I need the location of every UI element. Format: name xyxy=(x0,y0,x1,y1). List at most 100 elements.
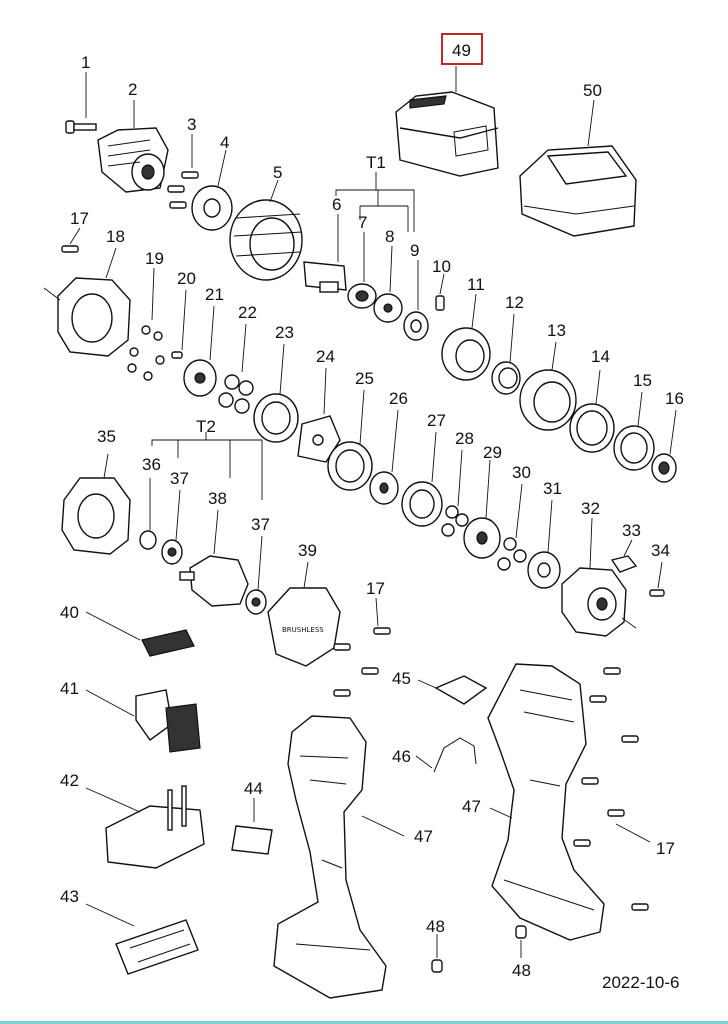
part-sun-gear-26 xyxy=(369,409,399,505)
label-15: 15 xyxy=(633,371,652,390)
part-plate-24 xyxy=(297,367,341,463)
part-pad-40 xyxy=(85,611,195,657)
label-16: 16 xyxy=(665,389,684,408)
part-housing-half-47-left xyxy=(273,715,405,999)
part-bearing-16 xyxy=(651,409,677,483)
part-battery-49 xyxy=(395,66,499,177)
label-30: 30 xyxy=(512,463,531,482)
label-31: 31 xyxy=(543,479,562,498)
part-screw-17-mid xyxy=(333,597,391,697)
label-11: 11 xyxy=(467,275,485,294)
label-46: 46 xyxy=(392,747,411,766)
label-49: 49 xyxy=(452,41,471,60)
label-36: 36 xyxy=(142,455,161,474)
part-chuck-2 xyxy=(97,100,169,193)
label-17-mid: 17 xyxy=(366,579,385,598)
part-bearing-7 xyxy=(347,232,377,309)
highlight-box-49 xyxy=(441,33,483,65)
label-25: 25 xyxy=(355,369,374,388)
part-ring-gear-5 xyxy=(229,179,303,281)
label-47-left: 47 xyxy=(414,827,433,846)
part-carrier-29 xyxy=(463,459,501,559)
label-1: 1 xyxy=(81,53,90,72)
label-4: 4 xyxy=(220,133,229,152)
part-sleeve-13 xyxy=(519,341,577,431)
part-housing-11 xyxy=(441,293,491,381)
label-12: 12 xyxy=(505,293,524,312)
label-39: 39 xyxy=(298,541,317,560)
part-housing-half-47-right xyxy=(487,663,605,941)
part-screw-34 xyxy=(649,561,665,597)
label-8: 8 xyxy=(385,227,394,246)
part-charger-50 xyxy=(519,99,637,237)
part-planet-gears-22 xyxy=(218,323,254,414)
label-24: 24 xyxy=(316,347,335,366)
part-ring-25 xyxy=(327,389,373,491)
label-19: 19 xyxy=(145,249,164,268)
label-20: 20 xyxy=(177,269,196,288)
label-34: 34 xyxy=(651,541,670,560)
part-clip-33 xyxy=(610,539,638,573)
label-t1: T1 xyxy=(366,153,386,172)
label-37a: 37 xyxy=(170,469,189,488)
part-balls-19 xyxy=(127,267,165,381)
part-spring-46 xyxy=(415,737,477,773)
part-ring-gear-23 xyxy=(253,343,299,443)
label-13: 13 xyxy=(547,321,566,340)
part-brushless-cover-39: BRUSHLESS xyxy=(267,561,341,667)
label-37b: 37 xyxy=(251,515,270,534)
part-terminal-43 xyxy=(85,903,199,975)
brushless-badge-text: BRUSHLESS xyxy=(282,626,324,634)
bottom-rule xyxy=(0,1021,728,1024)
label-44: 44 xyxy=(244,779,263,798)
part-motor-housing-35 xyxy=(61,453,131,555)
part-bearing-36 xyxy=(139,478,157,550)
part-rotor-38 xyxy=(179,509,249,607)
part-o-ring-12 xyxy=(491,313,521,395)
label-2: 2 xyxy=(128,80,137,99)
label-9: 9 xyxy=(410,241,419,260)
part-gear-9 xyxy=(403,260,429,341)
label-18: 18 xyxy=(106,227,125,246)
label-5: 5 xyxy=(273,163,282,182)
label-50: 50 xyxy=(583,81,602,100)
label-43: 43 xyxy=(60,887,79,906)
part-ring-27 xyxy=(401,431,443,527)
part-screws-17-right xyxy=(573,667,651,911)
label-t2: T2 xyxy=(196,417,216,436)
label-27: 27 xyxy=(427,411,446,430)
part-plug-48b xyxy=(515,925,527,958)
label-14: 14 xyxy=(591,347,610,366)
label-17-right: 17 xyxy=(656,839,675,858)
label-10: 10 xyxy=(432,257,451,276)
part-planet-gears-28 xyxy=(441,449,469,537)
part-gear-housing-18 xyxy=(43,247,131,357)
label-33: 33 xyxy=(622,521,641,540)
part-pin-10 xyxy=(435,273,445,311)
part-washer-31 xyxy=(527,499,561,589)
label-47-right: 47 xyxy=(462,797,481,816)
label-29: 29 xyxy=(483,443,502,462)
label-48a: 48 xyxy=(426,917,445,936)
part-washer-4 xyxy=(191,149,233,231)
part-screw-17-top xyxy=(61,227,81,253)
part-ring-15 xyxy=(613,391,655,471)
label-21: 21 xyxy=(205,285,224,304)
label-41: 41 xyxy=(60,679,79,698)
part-button-45 xyxy=(417,675,488,705)
part-planet-gears-30 xyxy=(497,483,527,571)
label-22: 22 xyxy=(238,303,257,322)
part-bearing-37a xyxy=(161,489,183,565)
part-screws-3 xyxy=(167,134,199,209)
part-label-44 xyxy=(231,798,273,855)
part-board-42 xyxy=(85,785,205,869)
label-3: 3 xyxy=(187,115,196,134)
part-spindle-6 xyxy=(303,214,347,293)
part-ring-14 xyxy=(569,369,615,453)
label-6: 6 xyxy=(332,195,341,214)
diagram-date: 2022-10-6 xyxy=(602,973,680,992)
label-23: 23 xyxy=(275,323,294,342)
label-45: 45 xyxy=(392,669,411,688)
